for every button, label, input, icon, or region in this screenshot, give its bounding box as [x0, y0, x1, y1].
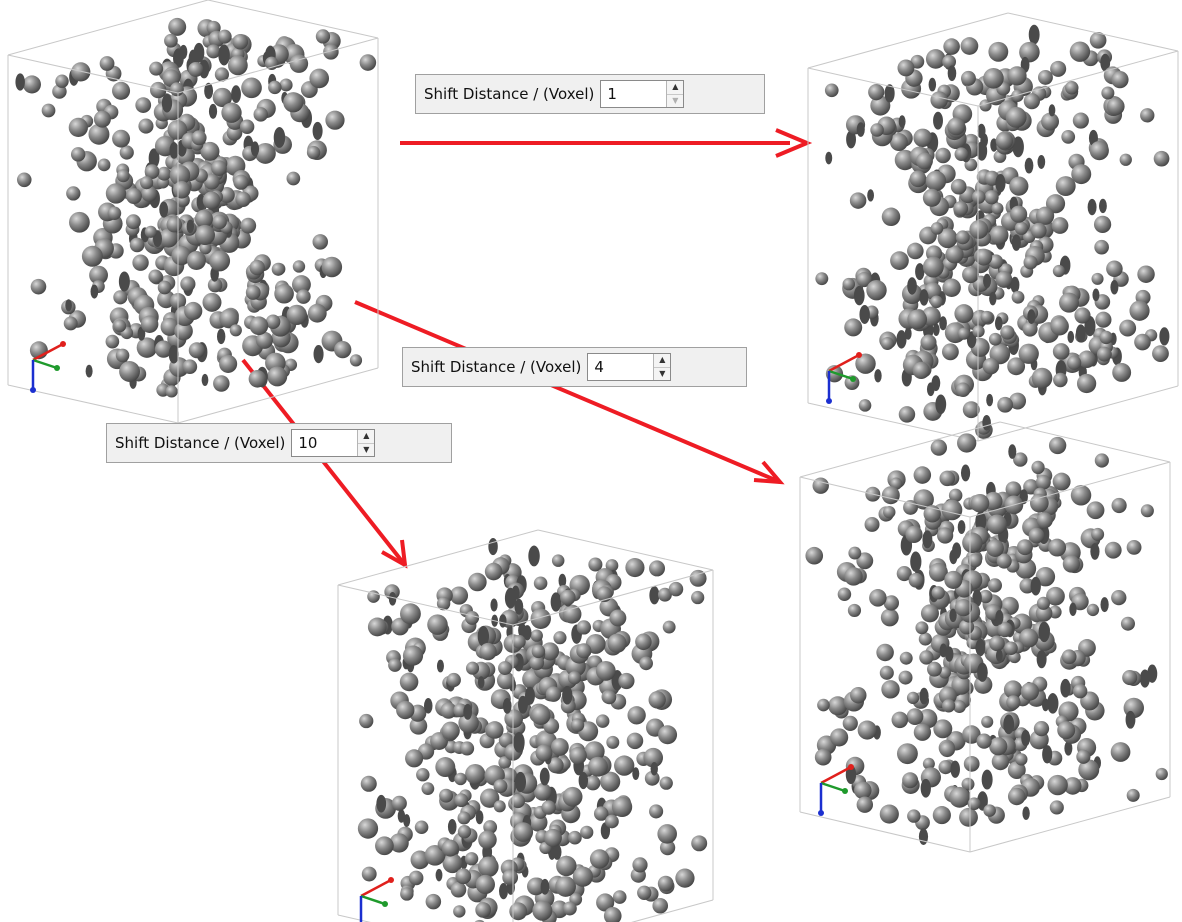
spin-down-icon[interactable]: ▼	[667, 93, 684, 108]
particle-box-original	[7, 0, 379, 424]
arrow-to-shift-4	[354, 300, 785, 485]
spin-down-icon[interactable]: ▼	[654, 366, 671, 381]
spin-buttons: ▲ ▼	[666, 81, 684, 108]
particle-box-shift-10	[337, 529, 714, 922]
shift-distance-input[interactable]	[601, 81, 667, 107]
z-axis-arrow-icon	[826, 371, 832, 404]
shift-distance-spinbox: ▲ ▼	[587, 353, 672, 381]
shift-distance-label: Shift Distance / (Voxel)	[411, 358, 582, 376]
shift-distance-control-10: Shift Distance / (Voxel) ▲ ▼	[106, 423, 452, 463]
shift-distance-label: Shift Distance / (Voxel)	[115, 434, 286, 452]
shift-distance-spinbox: ▲ ▼	[291, 429, 376, 457]
x-axis-arrow-icon	[828, 352, 862, 373]
z-axis-arrow-icon	[818, 783, 824, 816]
x-axis-arrow-icon	[32, 341, 66, 362]
spin-buttons: ▲ ▼	[357, 430, 375, 457]
shift-distance-control-4: Shift Distance / (Voxel) ▲ ▼	[402, 347, 747, 387]
arrow-to-shift-1	[400, 128, 813, 158]
axis-triad-shift-10	[359, 877, 394, 922]
particle-box-shift-1	[807, 12, 1179, 442]
axis-triad-original	[30, 341, 66, 393]
shift-distance-input[interactable]	[292, 430, 358, 456]
shift-distance-spinbox: ▲ ▼	[600, 80, 685, 108]
y-axis-arrow-icon	[360, 894, 388, 907]
axis-triad-shift-4	[818, 764, 854, 816]
y-axis-arrow-icon	[32, 358, 60, 371]
spin-up-icon[interactable]: ▲	[672, 82, 679, 92]
y-axis-arrow-icon	[828, 369, 856, 382]
z-axis-arrow-icon	[30, 360, 36, 393]
shift-distance-input[interactable]	[588, 354, 654, 380]
spin-down-icon[interactable]: ▼	[358, 442, 375, 457]
shift-distance-control-1: Shift Distance / (Voxel) ▲ ▼	[415, 74, 765, 114]
axis-triad-shift-1	[826, 352, 862, 404]
y-axis-arrow-icon	[820, 781, 848, 794]
spin-buttons: ▲ ▼	[653, 354, 671, 381]
z-axis-arrow-icon	[359, 896, 363, 922]
spin-up-icon[interactable]: ▲	[659, 355, 666, 365]
particle-box-shift-4	[799, 421, 1171, 853]
shift-distance-label: Shift Distance / (Voxel)	[424, 85, 595, 103]
x-axis-arrow-icon	[360, 877, 394, 898]
x-axis-arrow-icon	[820, 764, 854, 785]
spin-up-icon[interactable]: ▲	[363, 431, 370, 441]
